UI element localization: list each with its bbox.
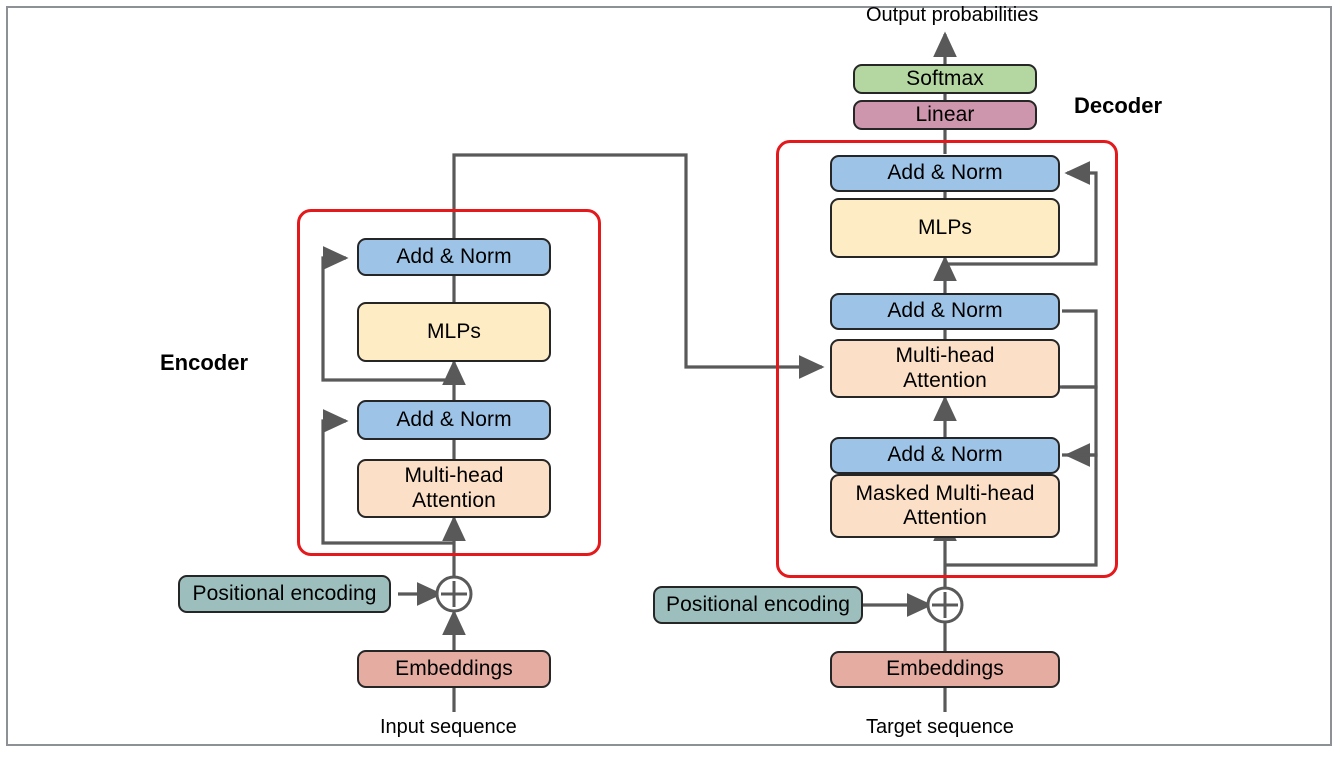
decoder-softmax[interactable]: Softmax [853,64,1037,94]
decoder-add-norm-middle-label: Add & Norm [887,299,1003,323]
decoder-positional-encoding[interactable]: Positional encoding [653,586,863,624]
encoder-mlps-label: MLPs [426,319,482,343]
encoder-add-norm-upper-label: Add & Norm [396,244,512,268]
decoder-softmax-label: Softmax [906,66,984,90]
decoder-mlps[interactable]: MLPs [830,198,1060,258]
output-probabilities-caption: Output probabilities [866,4,1039,26]
decoder-add-norm-bottom-label: Add & Norm [887,443,1003,467]
decoder-positional-encoding-label: Positional encoding [665,592,851,616]
decoder-cross-attention[interactable]: Multi-head Attention [830,339,1060,398]
encoder-mlps[interactable]: MLPs [357,302,551,362]
decoder-add-norm-bottom[interactable]: Add & Norm [830,437,1060,474]
decoder-group-label: Decoder [1074,93,1163,118]
encoder-add-norm-upper[interactable]: Add & Norm [357,238,551,276]
decoder-embeddings[interactable]: Embeddings [830,651,1060,688]
decoder-mlps-label: MLPs [917,215,973,239]
encoder-embeddings[interactable]: Embeddings [357,650,551,688]
input-sequence-caption: Input sequence [380,716,517,738]
encoder-positional-encoding[interactable]: Positional encoding [178,575,391,613]
decoder-cross-attention-label: Multi-head Attention [895,344,995,392]
decoder-add-norm-top-label: Add & Norm [887,161,1003,185]
encoder-group-label: Encoder [160,350,249,375]
decoder-group-box [776,140,1118,578]
encoder-multi-head-attention-label: Multi-head Attention [404,464,504,512]
decoder-masked-attention-label: Masked Multi-head Attention [855,481,1035,529]
target-sequence-caption: Target sequence [866,716,1014,738]
decoder-add-norm-middle[interactable]: Add & Norm [830,293,1060,330]
encoder-add-norm-lower[interactable]: Add & Norm [357,400,551,440]
encoder-group-box [297,209,601,556]
decoder-embeddings-label: Embeddings [886,657,1004,681]
decoder-masked-attention[interactable]: Masked Multi-head Attention [830,474,1060,538]
decoder-linear[interactable]: Linear [853,100,1037,130]
decoder-add-norm-top[interactable]: Add & Norm [830,155,1060,192]
decoder-linear-label: Linear [915,102,975,126]
encoder-embeddings-label: Embeddings [395,656,513,680]
encoder-add-norm-lower-label: Add & Norm [396,407,512,431]
encoder-multi-head-attention[interactable]: Multi-head Attention [357,459,551,518]
encoder-positional-encoding-label: Positional encoding [192,581,377,605]
